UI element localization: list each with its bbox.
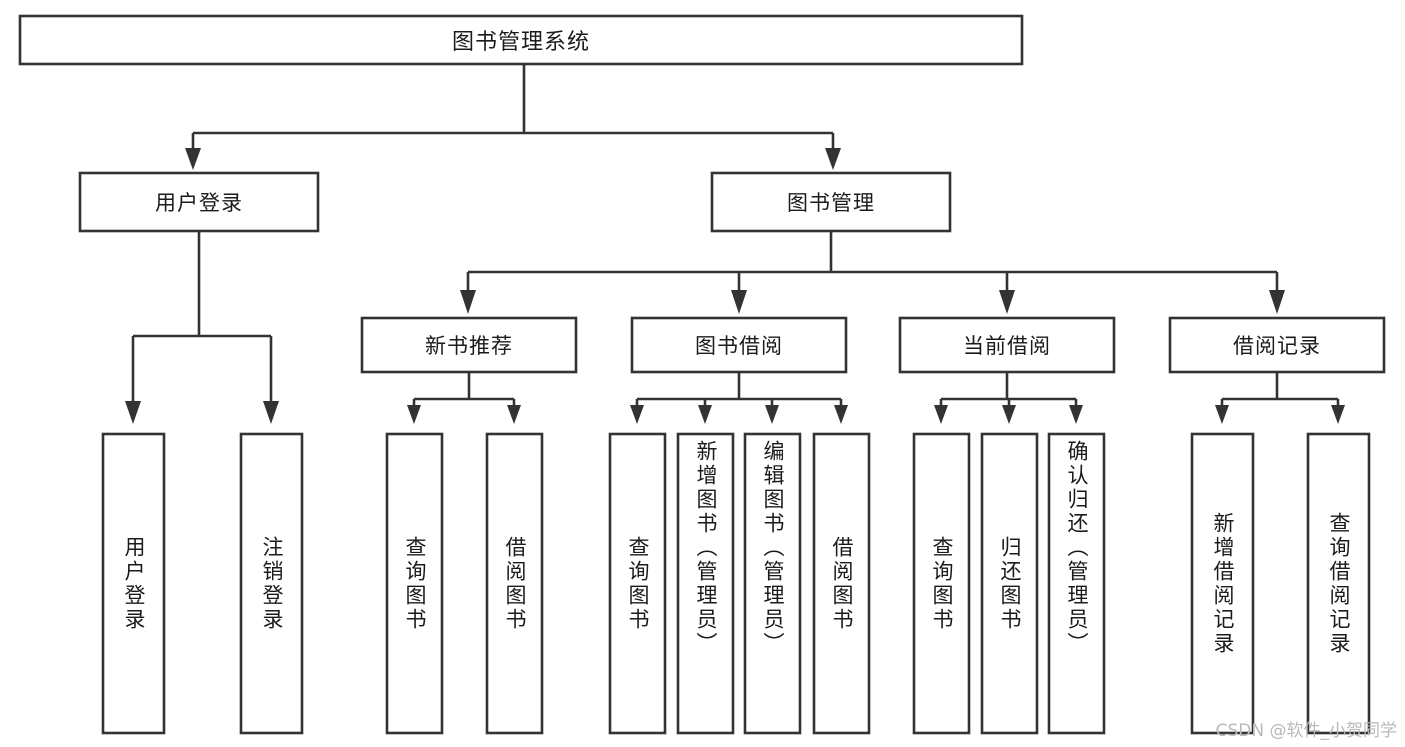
node-current-borrow-box[interactable] xyxy=(898,316,1116,374)
arrow-head-icon xyxy=(407,405,421,424)
arrow-head-icon xyxy=(185,148,201,170)
arrow-head-icon xyxy=(834,405,848,424)
arrow-head-icon xyxy=(698,405,712,424)
connector-book-management-to-level3 xyxy=(460,231,1285,314)
node-leaf-query-book-1-box[interactable] xyxy=(385,432,444,735)
arrow-head-icon xyxy=(1002,405,1016,424)
node-root-box[interactable] xyxy=(18,14,1024,66)
arrow-head-icon xyxy=(731,290,747,314)
connector-book-borrow-to-leaves xyxy=(630,372,848,424)
connector-current-borrow-to-leaves xyxy=(934,372,1083,424)
node-new-book-recommend-box[interactable] xyxy=(360,316,578,374)
node-user-login-box[interactable] xyxy=(78,171,320,233)
node-leaf-borrow-book-2-box[interactable] xyxy=(812,432,871,735)
node-leaf-edit-book-box[interactable] xyxy=(743,432,802,735)
node-leaf-return-book-box[interactable] xyxy=(980,432,1039,735)
arrow-head-icon xyxy=(263,401,279,424)
node-leaf-query-book-2-box[interactable] xyxy=(608,432,667,735)
node-leaf-query-book-3-box[interactable] xyxy=(912,432,971,735)
connector-user-login-to-leaves xyxy=(125,231,279,424)
arrow-head-icon xyxy=(630,405,644,424)
arrow-head-icon xyxy=(765,405,779,424)
node-leaf-borrow-book-1-box[interactable] xyxy=(485,432,544,735)
node-book-management-box[interactable] xyxy=(710,171,952,233)
arrow-head-icon xyxy=(825,148,841,170)
node-leaf-query-record-box[interactable] xyxy=(1306,432,1371,735)
watermark: CSDN @软件_小贺同学 xyxy=(1215,721,1397,741)
connector-root-to-level2 xyxy=(185,64,841,170)
node-leaf-add-book-box[interactable] xyxy=(676,432,735,735)
arrow-head-icon xyxy=(999,290,1015,314)
node-borrow-record-box[interactable] xyxy=(1168,316,1386,374)
arrow-head-icon xyxy=(1331,405,1345,424)
node-leaf-add-record-box[interactable] xyxy=(1190,432,1255,735)
arrow-head-icon xyxy=(1215,405,1229,424)
arrow-head-icon xyxy=(507,405,521,424)
node-leaf-user-login-box[interactable] xyxy=(101,432,166,735)
node-leaf-confirm-return-box[interactable] xyxy=(1047,432,1106,735)
arrow-head-icon xyxy=(125,401,141,424)
connector-new-book-recommend-to-leaves xyxy=(407,372,521,424)
connector-borrow-record-to-leaves xyxy=(1215,372,1345,424)
node-leaf-user-logout-box[interactable] xyxy=(239,432,304,735)
arrow-head-icon xyxy=(1069,405,1083,424)
arrow-head-icon xyxy=(1269,290,1285,314)
arrow-head-icon xyxy=(460,290,476,314)
arrow-head-icon xyxy=(934,405,948,424)
node-book-borrow-box[interactable] xyxy=(630,316,848,374)
